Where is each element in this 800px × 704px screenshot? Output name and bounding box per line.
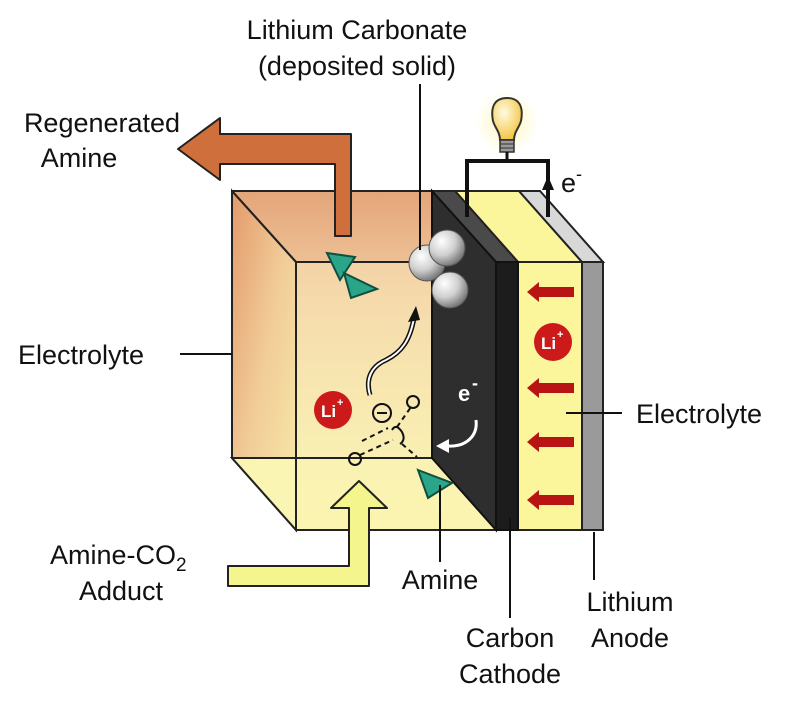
li-migration-arrows xyxy=(527,282,574,510)
amine-triangle-icon xyxy=(342,271,380,300)
li-ion-right-label: Li xyxy=(541,334,556,353)
li-ion-right: Li + xyxy=(534,323,572,361)
li-ion-left-label: Li xyxy=(321,402,336,421)
adduct-label-sub: 2 xyxy=(176,555,187,576)
li-arrow-icon xyxy=(527,282,574,302)
li-ion-left: Li + xyxy=(314,391,352,429)
regenerated-amine-label-line2: Amine xyxy=(41,143,118,173)
li-ion-left-sup: + xyxy=(337,397,343,409)
lithium-anode-label-line2: Anode xyxy=(591,623,669,653)
cube-front-edges xyxy=(295,261,497,531)
lithium-anode-label-line1: Lithium xyxy=(586,587,673,617)
electrolyte-left-label: Electrolyte xyxy=(18,340,144,370)
cathode-electron-sup: - xyxy=(472,373,478,393)
cathode-electron: e - xyxy=(436,373,478,453)
li-arrow-icon xyxy=(527,490,574,510)
li-arrow-icon xyxy=(527,378,574,398)
regenerated-amine-label-line1: Regenerated xyxy=(24,108,180,138)
amine-label: Amine xyxy=(402,565,479,595)
reaction-path-arrow xyxy=(365,306,420,396)
circuit-electron-label: e xyxy=(561,168,576,198)
lithium-carbonate-label-line1: Lithium Carbonate xyxy=(247,15,468,45)
li-arrow-icon xyxy=(527,432,574,452)
li-ion-right-sup: + xyxy=(557,329,563,341)
right-electrolyte-front xyxy=(517,261,583,531)
leader-lines xyxy=(180,84,622,618)
adduct-label-line2: Adduct xyxy=(79,576,164,606)
adduct-label-main: Amine-CO xyxy=(50,540,176,570)
carbon-cathode-label-line1: Carbon xyxy=(466,623,555,653)
adduct-input-arrow xyxy=(227,480,388,587)
cathode-electron-label: e xyxy=(458,381,470,406)
lithium-carbonate-deposit xyxy=(408,229,469,309)
carbon-cathode-label-line2: Cathode xyxy=(459,659,561,689)
anode-front xyxy=(581,261,604,531)
electron-flow-arrow-icon xyxy=(542,176,554,190)
lightbulb-icon xyxy=(475,90,539,161)
adduct-molecule xyxy=(348,395,420,466)
electrolyte-right-label: Electrolyte xyxy=(636,399,762,429)
regenerated-amine-arrow xyxy=(177,117,352,237)
amine-molecules xyxy=(325,251,455,500)
circuit-electron-sup: - xyxy=(576,164,582,184)
adduct-label-line1: Amine-CO2 xyxy=(50,540,187,576)
cube-top-left-edge xyxy=(231,190,297,263)
amine-triangle-icon xyxy=(325,251,357,283)
cathode-front xyxy=(495,261,519,531)
lithium-carbonate-label-line2: (deposited solid) xyxy=(258,51,456,81)
